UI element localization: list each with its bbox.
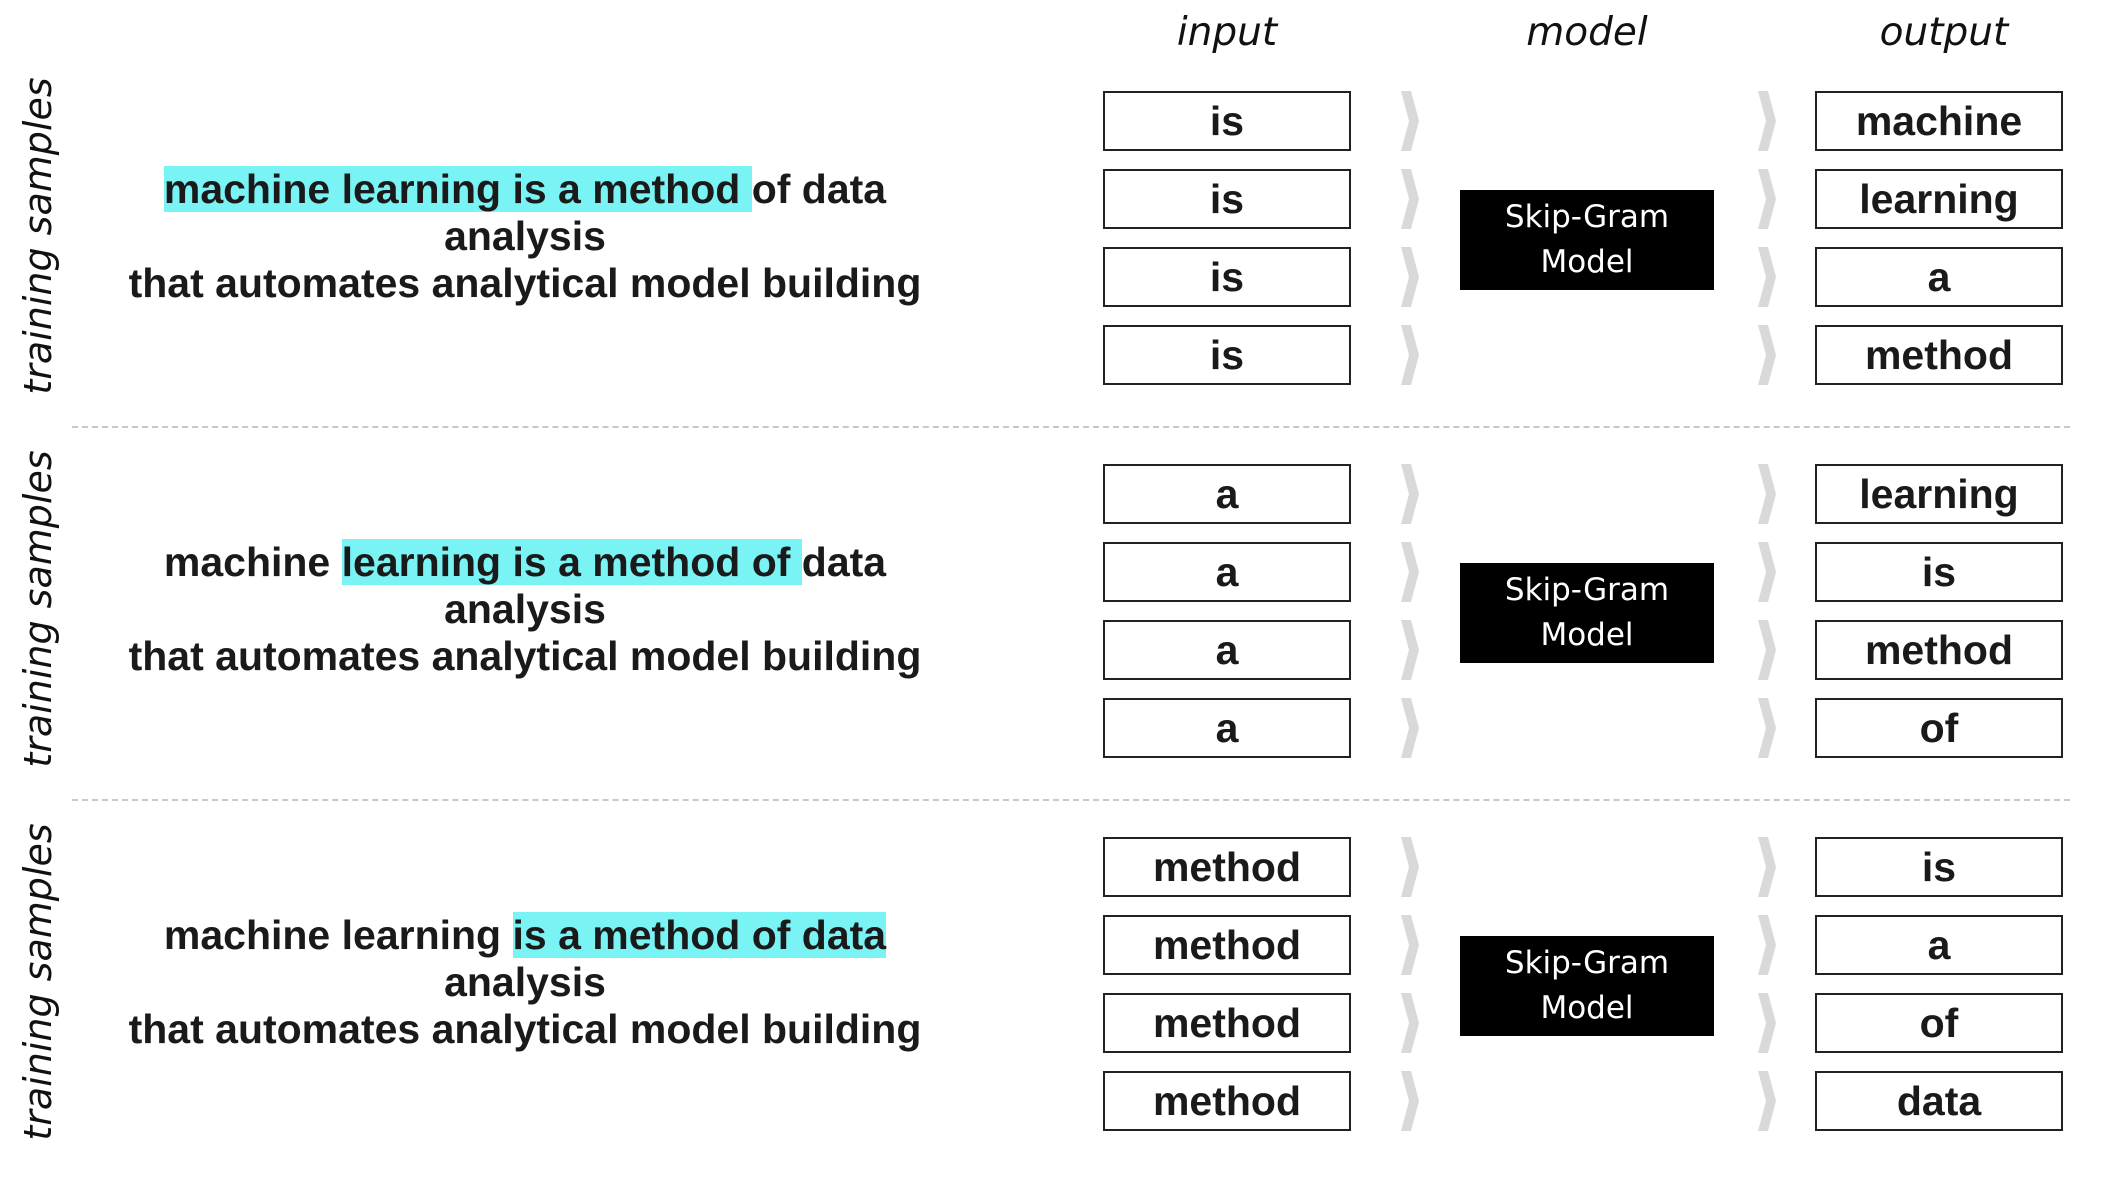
chevron-right-icon: [1758, 247, 1776, 307]
input-word-box: a: [1103, 542, 1351, 602]
training-sample-row-3: training samples machine learning is a m…: [0, 796, 2104, 1168]
output-word-box: a: [1815, 915, 2063, 975]
chevron-right-icon: [1401, 620, 1419, 680]
chevron-right-icon: [1401, 169, 1419, 229]
training-sample-row-1: training samples machine learning is a m…: [0, 50, 2104, 422]
chevron-right-icon: [1758, 620, 1776, 680]
sentence-before-window: machine learning: [163, 911, 513, 958]
training-samples-label: training samples: [16, 450, 60, 768]
chevron-right-icon: [1401, 464, 1419, 524]
chevron-right-icon: [1401, 91, 1419, 151]
input-word-box: is: [1103, 91, 1351, 151]
chevron-right-icon: [1758, 91, 1776, 151]
model-column-header: model: [1526, 10, 1648, 55]
input-word-box: method: [1103, 1071, 1351, 1131]
input-word-box: method: [1103, 993, 1351, 1053]
training-samples-label: training samples: [16, 77, 60, 395]
chevron-right-icon: [1758, 325, 1776, 385]
skip-gram-model-box: Skip-Gram Model: [1460, 936, 1714, 1036]
skip-gram-model-box: Skip-Gram Model: [1460, 190, 1714, 290]
training-samples-label: training samples: [16, 823, 60, 1141]
chevron-right-icon: [1758, 542, 1776, 602]
model-label-line-2: Model: [1540, 617, 1634, 653]
output-word-box: learning: [1815, 169, 2063, 229]
model-label-line-1: Skip-Gram: [1504, 945, 1670, 981]
output-word-box: of: [1815, 698, 2063, 758]
model-label-line-1: Skip-Gram: [1504, 572, 1670, 608]
output-word-box: a: [1815, 247, 2063, 307]
chevron-right-icon: [1401, 915, 1419, 975]
sentence-before-window: machine: [163, 538, 342, 585]
chevron-right-icon: [1401, 325, 1419, 385]
sentence-after-window: analysis: [444, 958, 606, 1005]
input-word-box: is: [1103, 169, 1351, 229]
skip-gram-model-box: Skip-Gram Model: [1460, 563, 1714, 663]
input-word-box: method: [1103, 915, 1351, 975]
input-word-box: method: [1103, 837, 1351, 897]
output-word-box: learning: [1815, 464, 2063, 524]
chevron-right-icon: [1758, 1071, 1776, 1131]
chevron-right-icon: [1401, 837, 1419, 897]
row-divider: [72, 426, 2070, 428]
input-word-box: a: [1103, 464, 1351, 524]
chevron-right-icon: [1401, 1071, 1419, 1131]
input-word-box: a: [1103, 698, 1351, 758]
sample-sentence: machine learning is a method of data ana…: [90, 538, 960, 680]
chevron-right-icon: [1401, 542, 1419, 602]
output-word-box: data: [1815, 1071, 2063, 1131]
chevron-right-icon: [1758, 993, 1776, 1053]
row-divider: [72, 799, 2070, 801]
sample-sentence: machine learning is a method of data ana…: [90, 165, 960, 307]
chevron-right-icon: [1758, 915, 1776, 975]
chevron-right-icon: [1401, 698, 1419, 758]
chevron-right-icon: [1758, 169, 1776, 229]
output-word-box: method: [1815, 325, 2063, 385]
chevron-right-icon: [1758, 464, 1776, 524]
sentence-line-1: machine learning is a method of data ana…: [90, 165, 960, 260]
output-word-box: is: [1815, 837, 2063, 897]
sentence-line-1: machine learning is a method of data ana…: [90, 538, 960, 633]
context-window-highlight: is a method of data: [512, 911, 887, 958]
output-word-box: method: [1815, 620, 2063, 680]
chevron-right-icon: [1401, 247, 1419, 307]
output-word-box: machine: [1815, 91, 2063, 151]
sentence-line-2: that automates analytical model building: [128, 1005, 922, 1052]
output-word-box: of: [1815, 993, 2063, 1053]
output-word-box: is: [1815, 542, 2063, 602]
output-column-header: output: [1879, 10, 2009, 55]
context-window-highlight: machine learning is a method: [163, 165, 752, 212]
sentence-line-2: that automates analytical model building: [128, 259, 922, 306]
chevron-right-icon: [1401, 993, 1419, 1053]
sentence-after-window: data analysis: [444, 538, 887, 632]
sentence-line-1: machine learning is a method of data ana…: [90, 911, 960, 1006]
model-label-line-2: Model: [1540, 990, 1634, 1026]
input-column-header: input: [1176, 10, 1278, 55]
input-word-box: is: [1103, 247, 1351, 307]
model-label-line-2: Model: [1540, 244, 1634, 280]
sentence-line-2: that automates analytical model building: [128, 632, 922, 679]
sentence-after-window: of data analysis: [444, 165, 887, 259]
chevron-right-icon: [1758, 698, 1776, 758]
context-window-highlight: learning is a method of: [341, 538, 802, 585]
training-sample-row-2: training samples machine learning is a m…: [0, 423, 2104, 795]
chevron-right-icon: [1758, 837, 1776, 897]
sample-sentence: machine learning is a method of data ana…: [90, 911, 960, 1053]
model-label-line-1: Skip-Gram: [1504, 199, 1670, 235]
input-word-box: a: [1103, 620, 1351, 680]
input-word-box: is: [1103, 325, 1351, 385]
